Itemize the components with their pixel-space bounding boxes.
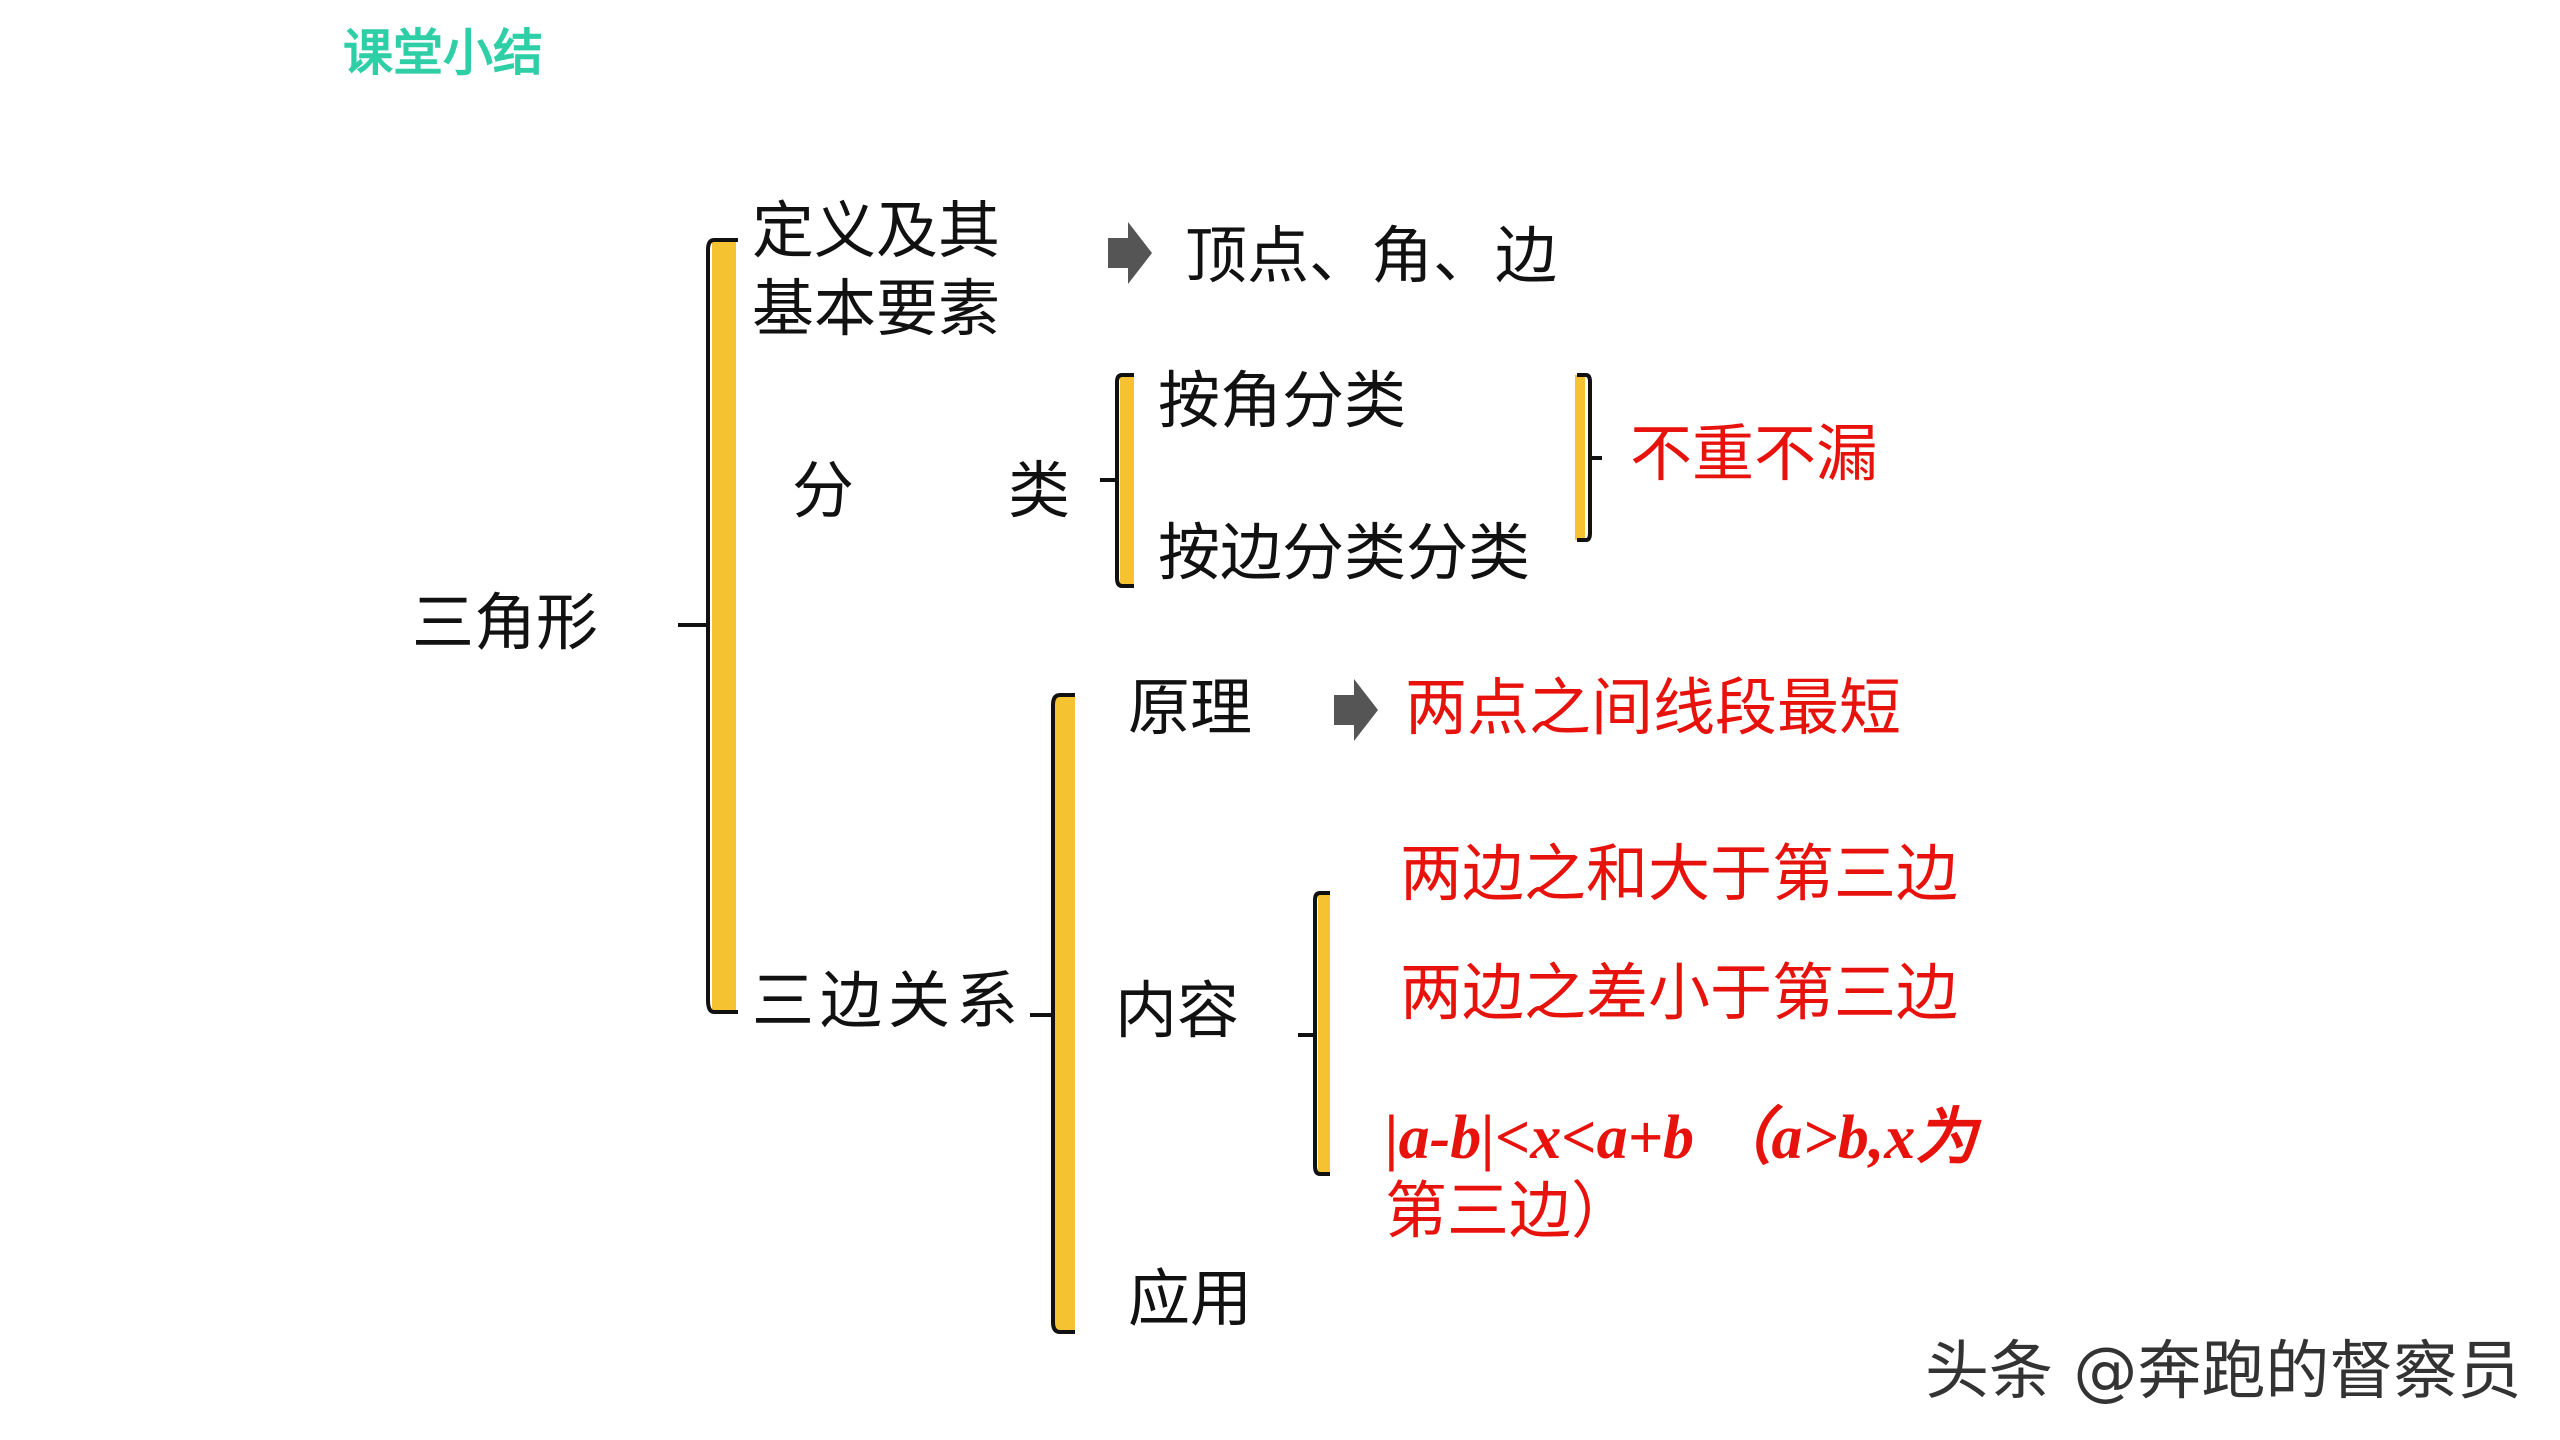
root-node: 三角形 [412, 586, 599, 659]
watermark: 头条 @奔跑的督察员 [1925, 1335, 2522, 1409]
classification-bracket [1100, 373, 1134, 588]
content-formula-line2: 第三边） [1385, 1174, 1634, 1247]
definition-label-line2: 基本要素 [752, 272, 1001, 345]
no-overlap-bracket [1575, 373, 1602, 542]
content-label: 内容 [1115, 974, 1240, 1047]
arrow-right-icon [1108, 222, 1152, 284]
principle-result: 两点之间线段最短 [1405, 671, 1902, 744]
classification-by-side: 按边分类分类 [1158, 516, 1531, 589]
classification-by-angle: 按角分类 [1158, 364, 1407, 437]
classification-label-a: 分 [792, 454, 855, 527]
content-formula-line1: |a-b|<x<a+b （a>b,x为 [1385, 1104, 1978, 1172]
main-bracket [678, 238, 738, 1014]
content-bracket [1298, 891, 1330, 1176]
content-item-2: 两边之差小于第三边 [1400, 956, 1959, 1029]
arrow-right-icon [1334, 679, 1378, 741]
principle-label: 原理 [1128, 671, 1253, 744]
definition-label-line1: 定义及其 [752, 194, 1001, 267]
side-relation-label: 三边关系 [752, 964, 1025, 1037]
classification-note: 不重不漏 [1630, 417, 1879, 490]
slide-title: 课堂小结 [343, 24, 543, 82]
side-relation-bracket [1030, 693, 1075, 1334]
definition-result: 顶点、角、边 [1185, 219, 1558, 292]
application-label: 应用 [1128, 1262, 1253, 1335]
content-item-1: 两边之和大于第三边 [1400, 837, 1959, 910]
classification-label-b: 类 [1008, 454, 1071, 527]
